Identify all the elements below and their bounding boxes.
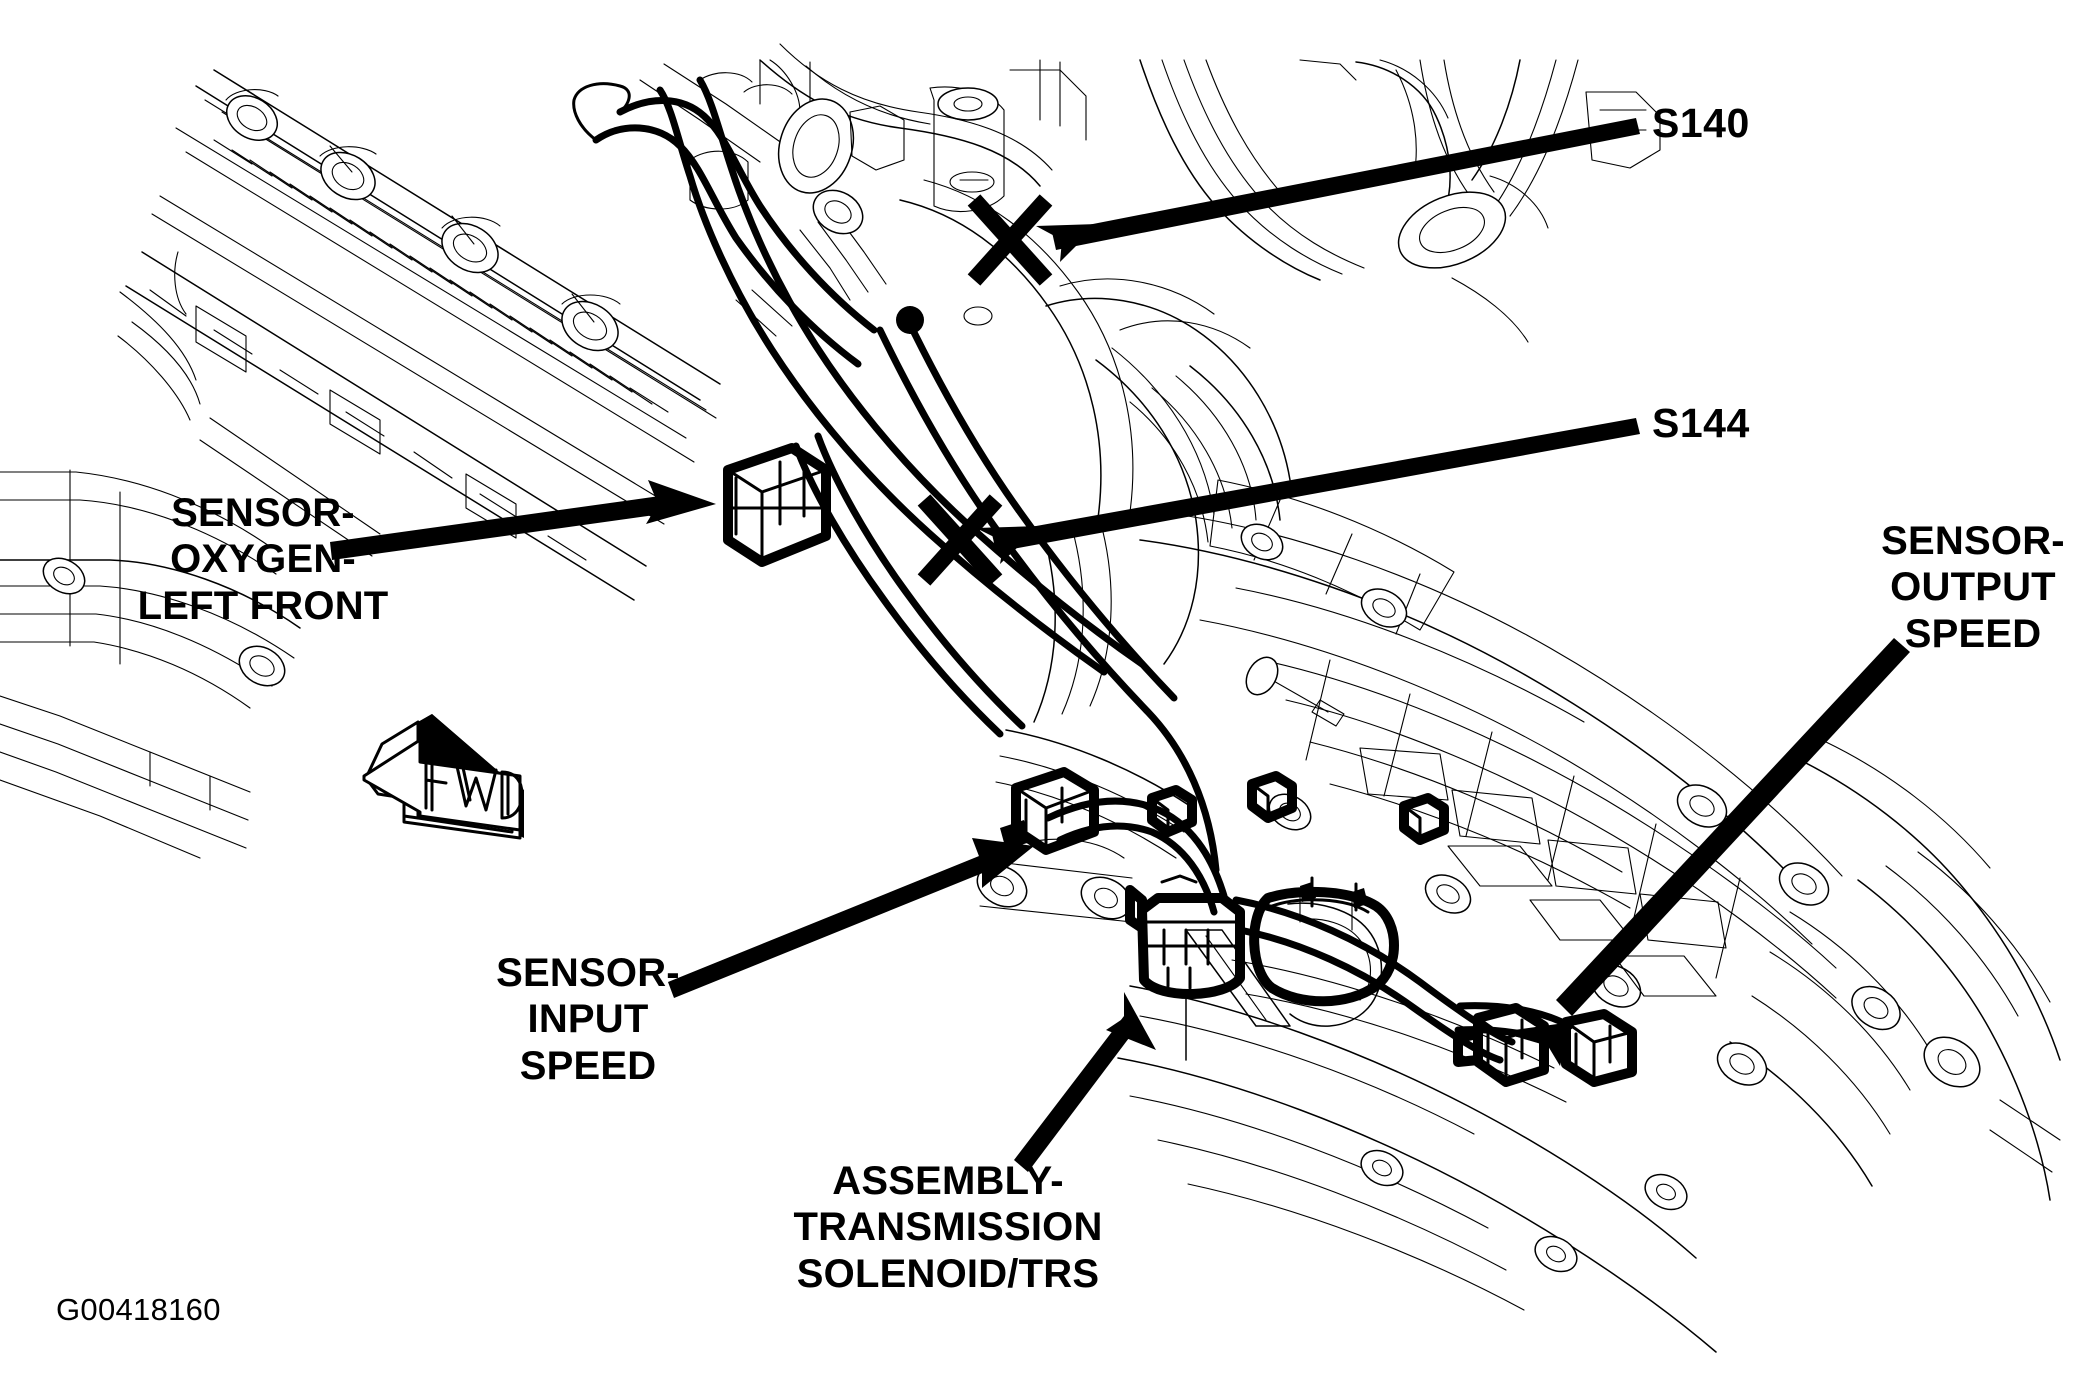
bolt-boss	[42, 557, 86, 595]
mount-eyelet	[1080, 876, 1132, 920]
bolt-boss	[238, 645, 286, 687]
fwd-arrow-text	[424, 754, 524, 820]
injector-boss	[319, 145, 377, 201]
case-lug	[1240, 523, 1284, 561]
injector-boss	[225, 89, 279, 141]
output-speed-sensor-connector	[1453, 1003, 1549, 1087]
case-bolt	[1424, 874, 1472, 914]
harness-clip	[1399, 793, 1449, 845]
input-speed-sensor-connector	[1000, 767, 1099, 855]
extension-housing	[1729, 741, 2061, 1201]
intake-tube-bundle	[1139, 59, 1661, 343]
callout-transmission-solenoid: ASSEMBLY- TRANSMISSION SOLENOID/TRS	[793, 1159, 1103, 1296]
callout-output-speed-sensor: SENSOR- OUTPUT SPEED	[1881, 519, 2065, 656]
figure-id-label: G00418160	[56, 1292, 221, 1327]
leader-transmission-solenoid	[1014, 992, 1156, 1172]
injector-boss	[441, 215, 501, 274]
case-lug	[1778, 862, 1830, 906]
leader-output-speed-sensor	[1500, 638, 1910, 1066]
harness-clip	[1247, 771, 1297, 823]
callout-oxygen-sensor: SENSOR- OXYGEN- LEFT FRONT	[137, 491, 389, 628]
tailshaft-boss	[1851, 985, 1901, 1031]
pan-bolt	[1360, 1149, 1404, 1187]
engine-intake-manifold-group	[0, 43, 1661, 859]
oxygen-sensor-connector	[723, 443, 831, 567]
leader-s144	[976, 418, 1640, 564]
splice-marker-s144	[917, 494, 1003, 586]
callout-input-speed-sensor: SENSOR- INPUT SPEED	[496, 951, 680, 1088]
case-lug	[1676, 784, 1728, 828]
case-lug	[1360, 588, 1408, 628]
bolt-boss	[812, 189, 864, 235]
alignment-stud	[1245, 656, 1345, 727]
callout-splice-s144: S144	[1652, 400, 1750, 446]
fwd-arrow	[362, 714, 524, 840]
auxiliary-connector	[1561, 1009, 1637, 1087]
wiring-harness-group	[792, 312, 1574, 1064]
leader-arrows-group	[330, 118, 1910, 1172]
coolant-hose-upper	[572, 82, 878, 368]
case-bolt	[1716, 1042, 1768, 1086]
harness-clip	[1147, 785, 1197, 837]
splice-marker-s140	[967, 194, 1053, 286]
leader-oxygen-sensor	[330, 480, 716, 560]
leader-s140	[1036, 118, 1640, 262]
pan-bolt	[1534, 1235, 1578, 1273]
tailshaft-boss	[1923, 1036, 1981, 1088]
intake-plenum	[759, 43, 1087, 212]
callout-splice-s140: S140	[1652, 100, 1750, 146]
pan-bolt	[1644, 1173, 1688, 1211]
injector-boss	[561, 293, 621, 352]
leader-input-speed-sensor	[668, 838, 1034, 998]
transmission-solenoid-connector	[1125, 874, 1245, 1061]
